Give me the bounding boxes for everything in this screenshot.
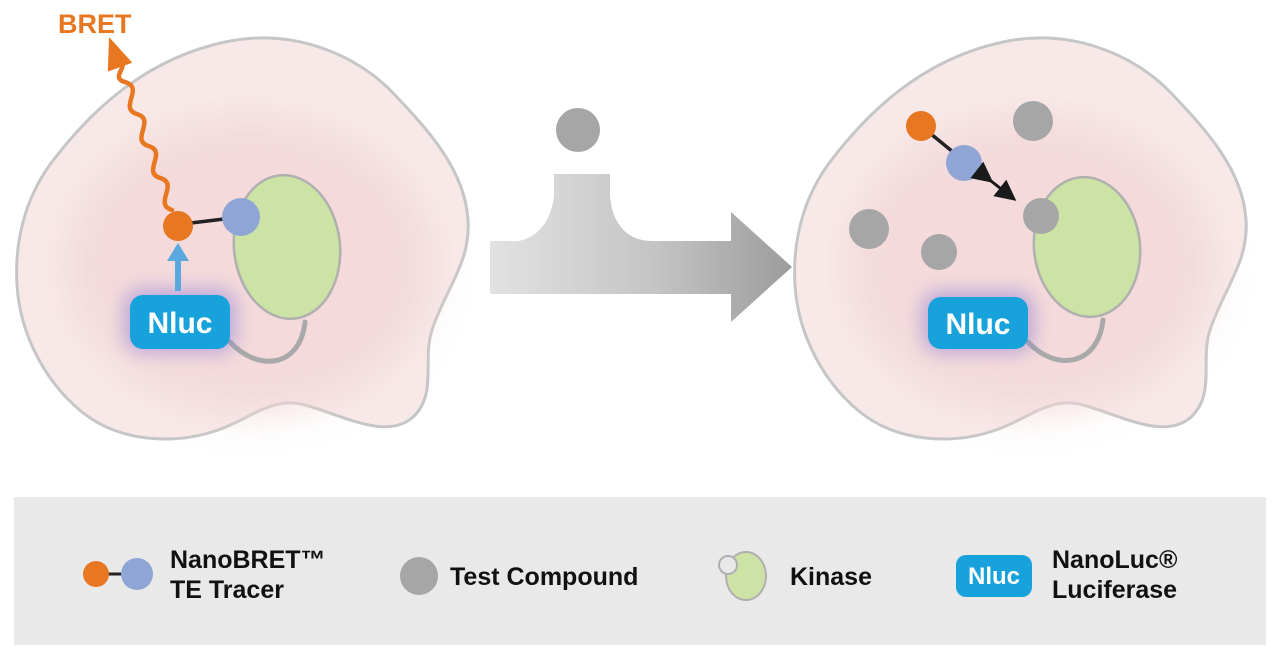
legend-test-compound-label: Test Compound [450, 563, 638, 591]
legend-item-kinase: Kinase [718, 551, 872, 601]
bret-wave-arrow [107, 37, 175, 213]
kinase-shape-right [1032, 175, 1142, 319]
displacement-arrow [970, 161, 1017, 201]
tracer-orange-circle-right [906, 111, 936, 141]
nluc-badge-left [130, 295, 230, 349]
bret-label: BRET [58, 9, 132, 39]
legend-tracer-blue-circle [121, 558, 153, 590]
legend-test-compound-circle [400, 557, 438, 595]
legend-item-tracer: NanoBRET™ TE Tracer [83, 546, 326, 604]
legend-nanoluc-label-line2: Luciferase [1052, 576, 1177, 604]
nluc-tether-right [1025, 317, 1106, 363]
tracer-blue-circle-left [222, 198, 260, 236]
nluc-tether-left [227, 319, 308, 364]
legend-tracer-label-line2: TE Tracer [170, 576, 284, 604]
test-compound-circle-docked [1023, 198, 1059, 234]
tracer-linker-line-right [929, 132, 955, 154]
legend-nanoluc-label-line1: NanoLuc® [1052, 546, 1178, 574]
nluc-label-right: Nluc [945, 308, 1010, 341]
legend-tracer-orange-circle [83, 561, 109, 587]
nluc-badge-right [928, 297, 1028, 349]
tracer-blue-circle-right [946, 145, 982, 181]
tracer-orange-circle-left [163, 211, 193, 241]
test-compound-circle-3 [921, 234, 957, 270]
nluc-label-left: Nluc [147, 307, 212, 340]
tracer-linker-line-left [190, 217, 225, 225]
nluc-energy-arrowhead [167, 243, 189, 261]
legend-band [14, 497, 1266, 645]
bret-arrowhead [107, 37, 133, 72]
legend-nluc-badge [956, 555, 1032, 597]
legend-kinase-label: Kinase [790, 563, 872, 591]
legend-kinase-notch [718, 555, 738, 575]
legend-item-nanoluc: Nluc NanoLuc® Luciferase [956, 546, 1178, 604]
legend-tracer-label-line1: NanoBRET™ [170, 546, 326, 574]
test-compound-circle-free [556, 108, 600, 152]
kinase-shape-left [232, 173, 342, 321]
test-compound-circle-1 [1013, 101, 1053, 141]
legend-nluc-badge-label: Nluc [968, 563, 1020, 590]
transition-arrow [490, 174, 792, 322]
right-cell-cytoplasm [845, 115, 1215, 415]
test-compound-circle-2 [849, 209, 889, 249]
legend-item-test-compound: Test Compound [400, 557, 638, 595]
